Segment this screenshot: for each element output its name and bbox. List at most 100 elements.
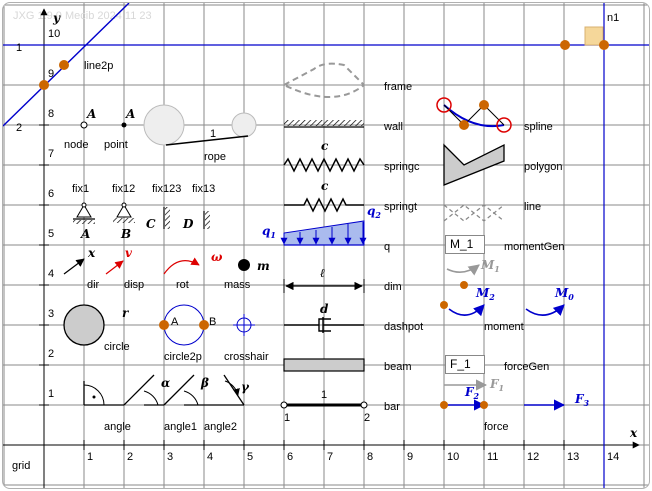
dashpot-symbol-d: d: [320, 302, 329, 316]
fix123-support[interactable]: [163, 207, 170, 229]
springt-symbol[interactable]: [284, 197, 364, 213]
circle2p-point-b[interactable]: [199, 320, 209, 330]
f1-letter: F: [489, 377, 500, 391]
line2p-point-2[interactable]: [59, 60, 69, 70]
dim-symbol-l: ℓ: [320, 266, 325, 280]
fix123-label: fix123: [152, 183, 181, 195]
moment-m2-symbol: M2: [475, 286, 495, 302]
glider-point[interactable]: [560, 40, 570, 50]
q1-symbol: q1: [262, 224, 276, 240]
circle-shape[interactable]: [63, 304, 105, 346]
fix12-symbol: B: [120, 227, 131, 241]
dashpot-symbol[interactable]: [284, 317, 364, 333]
angle1-beta: β: [200, 376, 209, 390]
dim-label: dim: [384, 281, 402, 293]
frame-shape[interactable]: [281, 62, 366, 98]
dir-arrow[interactable]: [63, 258, 85, 275]
y-tick-label: 4: [48, 268, 54, 280]
y-tick-label: 9: [48, 68, 54, 80]
beam-symbol[interactable]: [283, 358, 365, 372]
angle2-gamma: γ: [241, 380, 250, 394]
spline-label: spline: [524, 121, 553, 133]
x-tick-label: 9: [407, 451, 413, 463]
bar-end-2[interactable]: [360, 401, 368, 409]
moment-point-top[interactable]: [460, 281, 468, 289]
f3-sub: 3: [584, 398, 590, 408]
wall-symbol[interactable]: [284, 120, 364, 128]
f2-sub: 2: [473, 391, 480, 401]
line-label: line: [524, 201, 541, 213]
angle2-symbol[interactable]: [204, 374, 245, 406]
disp-arrow[interactable]: [105, 260, 124, 275]
x-tick-label: 13: [567, 451, 579, 463]
fix1-support[interactable]: [73, 202, 95, 224]
dim-symbol[interactable]: [283, 279, 365, 293]
y-tick-label: 1: [48, 388, 54, 400]
line2p-point-1[interactable]: [39, 80, 49, 90]
springt-label: springt: [384, 201, 417, 213]
point-symbol: A: [125, 107, 135, 121]
y-tick-label: 3: [48, 308, 54, 320]
grid-label: grid: [12, 460, 30, 472]
bar-end-1-label: 1: [284, 412, 290, 424]
rot-label: rot: [176, 279, 189, 291]
momentGen-input[interactable]: M_1: [445, 235, 485, 254]
rope-pulley-large[interactable]: [143, 104, 185, 146]
fix13-support[interactable]: [203, 211, 210, 229]
rot-arrow[interactable]: [163, 257, 200, 275]
spline-point-1[interactable]: [459, 120, 469, 130]
m2-letter: M: [475, 286, 490, 300]
polygon-shape[interactable]: [443, 143, 505, 186]
x-tick-label: 12: [527, 451, 539, 463]
line2p-label: line2p: [84, 60, 113, 72]
fix12-support[interactable]: [113, 202, 135, 223]
moment-m0-arrow[interactable]: [525, 304, 565, 316]
spline-handle-2[interactable]: [496, 117, 512, 133]
rope-number: 1: [210, 128, 216, 140]
force-point-1[interactable]: [440, 401, 448, 409]
bar-end-1[interactable]: [280, 401, 288, 409]
y-tick-label: 2: [48, 348, 54, 360]
rope-line[interactable]: [165, 135, 249, 146]
circle-label: circle: [104, 341, 130, 353]
momentGen-symbol: M1: [480, 258, 500, 274]
forceGen-input[interactable]: F_1: [445, 355, 485, 374]
angle1-symbol[interactable]: [123, 374, 164, 406]
y-tick-label: 5: [48, 228, 54, 240]
spline-point-2[interactable]: [479, 100, 489, 110]
moment-point-left[interactable]: [440, 301, 448, 309]
point-point[interactable]: [121, 122, 127, 128]
force-point-2[interactable]: [480, 401, 488, 409]
q-load[interactable]: [280, 220, 367, 246]
intersection-point[interactable]: [599, 40, 609, 50]
n1-label: n1: [607, 12, 619, 24]
left-label-2: 2: [16, 122, 22, 134]
wall-label: wall: [383, 121, 403, 133]
angle-beta-symbol[interactable]: [163, 374, 204, 406]
mass-symbol: m: [257, 259, 270, 273]
forceGen-label: forceGen: [504, 361, 549, 373]
circle2p-point-a[interactable]: [159, 320, 169, 330]
angle-label: angle: [104, 421, 131, 433]
beam-label: beam: [384, 361, 412, 373]
x-tick-label: 14: [607, 451, 619, 463]
angle-symbol[interactable]: [83, 381, 124, 406]
springc-symbol[interactable]: [283, 157, 365, 173]
m1-sub: 1: [494, 264, 500, 274]
polygon-label: polygon: [524, 161, 563, 173]
node-point[interactable]: [80, 121, 88, 129]
mass-dot[interactable]: [238, 259, 250, 271]
q-label: q: [384, 241, 390, 253]
x-tick-label: 11: [487, 451, 498, 463]
rope-pulley-small[interactable]: [231, 112, 257, 138]
left-label-1: 1: [16, 42, 22, 54]
momentGen-arrow[interactable]: [446, 264, 480, 276]
moment-m2-arrow[interactable]: [448, 304, 485, 317]
q2-sub: 2: [374, 210, 381, 220]
spline-handle-1[interactable]: [436, 97, 452, 113]
crosshair-symbol[interactable]: [233, 314, 255, 336]
line-shape-2[interactable]: [443, 204, 505, 222]
x-tick-label: 2: [127, 451, 133, 463]
